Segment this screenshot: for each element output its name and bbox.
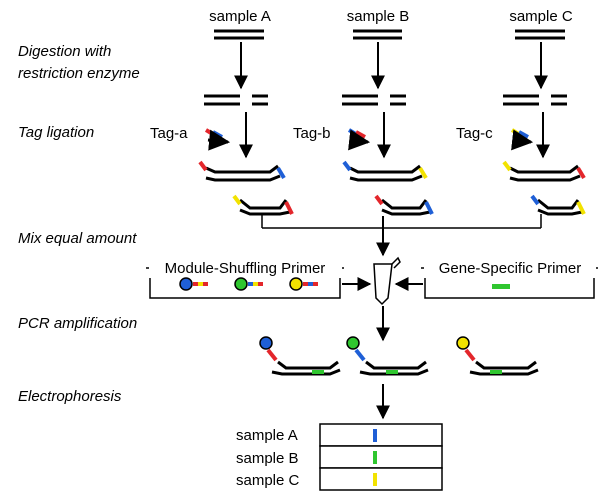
gel-lane-c <box>319 467 443 491</box>
mix-connector <box>261 214 542 229</box>
tag-c-label: Tag-c <box>456 125 493 142</box>
ligated-products-b <box>342 160 434 216</box>
digested-dna-c <box>503 94 567 106</box>
gene-specific-primer-box: Gene-Specific Primer <box>421 258 598 299</box>
tag-b-adapter <box>347 128 371 151</box>
step-digestion-line1: Digestion with <box>18 43 111 60</box>
pcr-product-b <box>346 336 429 376</box>
step-tag-ligation: Tag ligation <box>18 124 94 141</box>
reaction-tube-icon <box>373 256 401 306</box>
step-pcr: PCR amplification <box>18 315 137 332</box>
gel-label-a: sample A <box>236 427 298 444</box>
tag-a-label: Tag-a <box>150 125 188 142</box>
digested-dna-b <box>342 94 406 106</box>
gel-band-a <box>373 429 377 442</box>
ligated-products-c <box>502 160 586 216</box>
gel-label-c: sample C <box>236 472 300 489</box>
gel <box>319 423 443 491</box>
sample-b-label: sample B <box>347 8 410 25</box>
tag-a-adapter <box>204 128 231 151</box>
primer-yellow <box>289 277 318 291</box>
gel-label-b: sample B <box>236 450 299 467</box>
gene-specific-primer-icon <box>492 284 510 289</box>
intact-dna-b <box>353 29 402 40</box>
intact-dna-c <box>515 29 565 40</box>
ligated-products-a <box>198 160 294 216</box>
digested-dna-a <box>204 94 268 106</box>
gel-lane-a <box>319 423 443 447</box>
tag-c-adapter <box>510 128 534 151</box>
sample-c-label: sample C <box>509 8 573 25</box>
intact-dna-a <box>214 29 264 40</box>
module-shuffling-primer-box: Module-Shuffling Primer <box>146 258 344 299</box>
gel-band-b <box>373 451 377 464</box>
gel-lane-b <box>319 445 443 469</box>
pcr-product-a <box>259 336 341 376</box>
gene-specific-primer-label: Gene-Specific Primer <box>439 260 582 277</box>
sample-a-label: sample A <box>209 8 271 25</box>
step-electrophoresis: Electrophoresis <box>18 388 122 405</box>
module-shuffling-primer-label: Module-Shuffling Primer <box>165 260 326 277</box>
pcr-product-c <box>456 336 539 376</box>
step-digestion-line2: restriction enzyme <box>18 65 140 82</box>
step-mix: Mix equal amount <box>18 230 137 247</box>
gel-band-c <box>373 473 377 486</box>
tag-b-label: Tag-b <box>293 125 331 142</box>
primer-blue <box>179 277 208 291</box>
primer-green <box>234 277 263 291</box>
